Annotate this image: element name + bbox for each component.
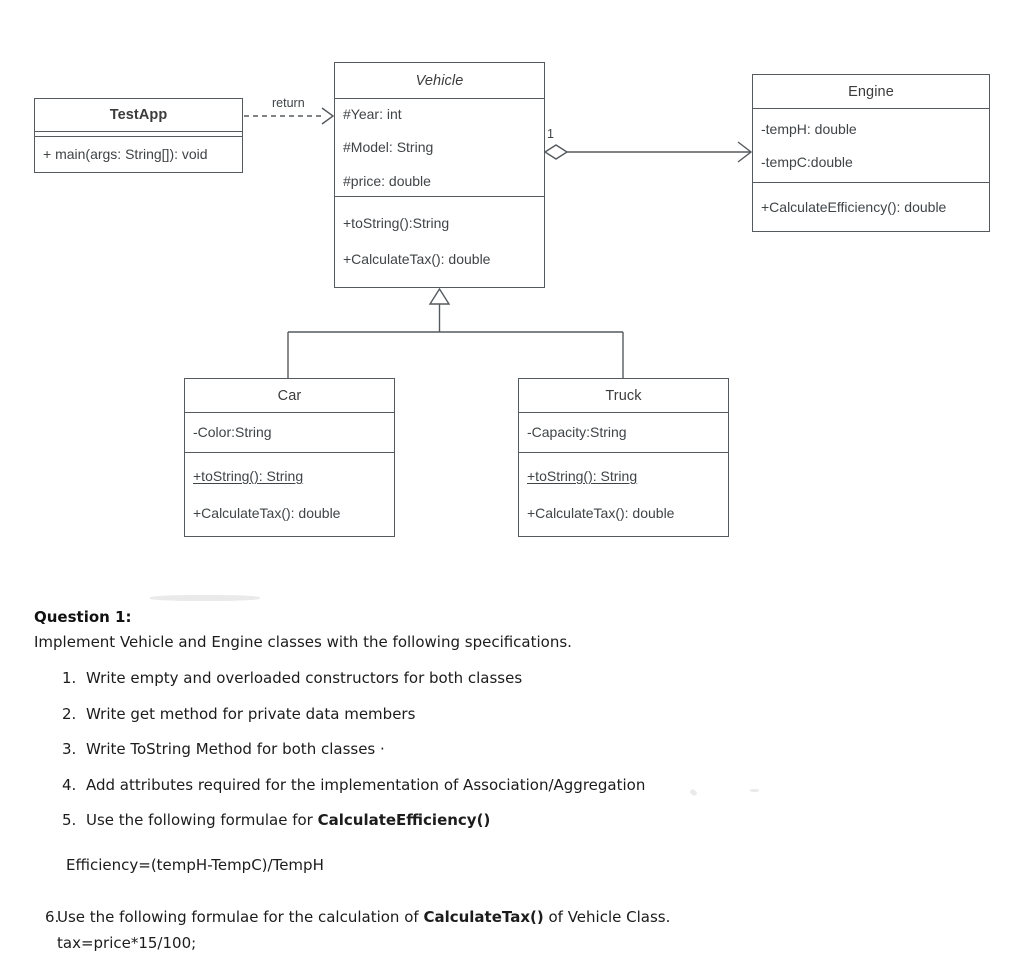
class-title-car: Car (185, 379, 394, 413)
question-item-3-text: Write ToString Method for both classes · (86, 740, 385, 758)
question-item-5-bold: CalculateEfficiency() (317, 811, 491, 829)
question-item-5-text: Use the following formulae for (86, 811, 318, 829)
member-vehicle-tostring: +toString():String (343, 214, 450, 231)
question-item-2-number: 2. (62, 705, 77, 723)
edge-label-return: return (272, 96, 305, 110)
member-vehicle-price: #price: double (343, 172, 431, 189)
class-title-engine: Engine (753, 75, 989, 109)
class-box-engine[interactable]: Engine -tempH: double -tempC:double +Cal… (752, 74, 990, 232)
class-title-truck: Truck (519, 379, 728, 413)
member-main-method: + main(args: String[]): void (43, 145, 208, 162)
question-item-2-text: Write get method for private data member… (86, 705, 416, 723)
class-attributes-testapp (35, 132, 242, 137)
question-item-6-text-prefix: Use the following formulae for the calcu… (57, 908, 424, 926)
member-vehicle-calculatetax: +CalculateTax(): double (343, 251, 491, 267)
question-item-6-bold: CalculateTax() (423, 908, 544, 926)
class-methods-engine: +CalculateEfficiency(): double (753, 183, 989, 231)
aggregation-vehicle-engine (543, 141, 753, 163)
scan-artifact-item4-a (689, 788, 698, 797)
member-engine-temph: -tempH: double (761, 120, 857, 137)
scan-artifact-item4-b (750, 789, 759, 792)
edge-label-multiplicity-one: 1 (547, 127, 554, 141)
class-box-testapp[interactable]: TestApp + main(args: String[]): void (34, 98, 243, 173)
class-attributes-engine: -tempH: double -tempC:double (753, 109, 989, 183)
member-engine-tempc: -tempC:double (761, 154, 853, 170)
class-attributes-vehicle: #Year: int #Model: String #price: double (335, 99, 544, 197)
class-title-vehicle: Vehicle (335, 63, 544, 99)
class-methods-vehicle: +toString():String +CalculateTax(): doub… (335, 197, 544, 285)
dependency-testapp-vehicle (244, 107, 335, 125)
class-box-vehicle[interactable]: Vehicle #Year: int #Model: String #price… (334, 62, 545, 288)
member-truck-tostring: +toString(): String (527, 467, 638, 484)
question-item-4: 4. Add attributes required for the implem… (62, 776, 645, 794)
member-truck-capacity: -Capacity:String (527, 424, 627, 441)
question-item-5-number: 5. (62, 811, 77, 829)
class-methods-testapp: + main(args: String[]): void (35, 137, 242, 171)
question-item-6: 6.Use the following formulae for the cal… (45, 908, 670, 926)
question-item-1-text: Write empty and overloaded constructors … (86, 669, 523, 687)
diagram-connectors (244, 107, 753, 378)
class-methods-car: +toString(): String +CalculateTax(): dou… (185, 453, 394, 536)
member-car-calculatetax: +CalculateTax(): double (193, 505, 341, 521)
class-title-testapp: TestApp (35, 99, 242, 132)
question-item-1-number: 1. (62, 669, 77, 687)
class-methods-truck: +toString(): String +CalculateTax(): dou… (519, 453, 728, 536)
question-formula-tax: tax=price*15/100; (57, 934, 197, 952)
question-item-6-number: 6. (45, 908, 60, 926)
question-item-2: 2. Write get method for private data memb… (62, 705, 415, 723)
question-item-5: 5. Use the following formulae for Calcula… (62, 811, 490, 829)
scan-artifact-top (150, 595, 260, 601)
member-vehicle-year: #Year: int (343, 106, 402, 123)
class-box-truck[interactable]: Truck -Capacity:String +toString(): Stri… (518, 378, 729, 537)
member-car-color: -Color:String (193, 424, 272, 441)
question-item-1: 1. Write empty and overloaded constructor… (62, 669, 522, 687)
uml-class-diagram: return 1 TestApp + main(args: String[]):… (34, 62, 990, 537)
question-item-6-text-suffix: of Vehicle Class. (543, 908, 671, 926)
class-attributes-car: -Color:String (185, 413, 394, 453)
question-intro: Implement Vehicle and Engine classes wit… (34, 633, 572, 651)
class-box-car[interactable]: Car -Color:String +toString(): String +C… (184, 378, 395, 537)
question-item-4-number: 4. (62, 776, 77, 794)
member-car-tostring: +toString(): String (193, 467, 304, 484)
class-attributes-truck: -Capacity:String (519, 413, 728, 453)
member-truck-calculatetax: +CalculateTax(): double (527, 505, 675, 521)
question-item-4-text: Add attributes required for the implemen… (86, 776, 646, 794)
question-item-3: 3. Write ToString Method for both classes… (62, 740, 385, 758)
member-vehicle-model: #Model: String (343, 139, 434, 156)
question-item-3-number: 3. (62, 740, 77, 758)
question-formula-efficiency: Efficiency=(tempH-TempC)/TempH (66, 856, 324, 874)
member-engine-calculateefficiency: +CalculateEfficiency(): double (761, 198, 947, 215)
question-heading: Question 1: (34, 608, 132, 626)
generalization-subclasses-vehicle (287, 287, 624, 378)
